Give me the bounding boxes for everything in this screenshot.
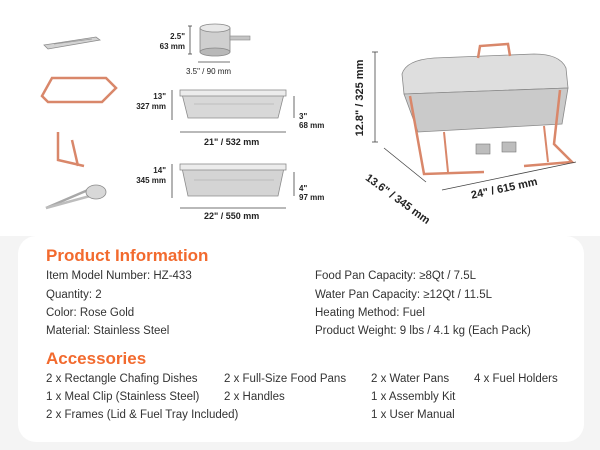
product-info-title: Product Information (46, 246, 209, 265)
info-material: Material: Stainless Steel (46, 325, 170, 337)
chafer-height-line (372, 51, 378, 143)
shallow-pan-width-line (180, 131, 286, 133)
accessory-food-pans: 2 x Full-Size Food Pans (224, 373, 347, 385)
cup-height-line (188, 25, 192, 55)
accessory-fuel-holders: 4 x Fuel Holders (474, 373, 558, 385)
shallow-pan-height-label: 13" (153, 92, 166, 101)
chafing-dish-image (401, 42, 575, 176)
deep-water-pan-image (179, 163, 287, 197)
deep-pan-width-line (180, 207, 286, 209)
info-quantity: Quantity: 2 (46, 289, 102, 301)
product-image-area: 2.5" 63 mm 3.5" / 90 mm 13" 327 mm 3" 68… (0, 0, 600, 236)
deep-pan-width-label: 22" / 550 mm (204, 211, 260, 221)
accessory-frames: 2 x Frames (Lid & Fuel Tray Included) (46, 409, 239, 421)
accessory-user-manual: 1 x User Manual (371, 409, 455, 421)
deep-pan-depth-mm-label: 97 mm (299, 193, 325, 202)
info-heating-method: Heating Method: Fuel (315, 307, 425, 319)
cup-height-label: 2.5" (170, 32, 185, 41)
accessory-handles: 2 x Handles (224, 391, 285, 403)
deep-pan-height-mm-label: 345 mm (136, 176, 166, 185)
handle-image (40, 76, 118, 104)
deep-pan-depth-line (293, 172, 295, 196)
chafer-height-label: 12.8" / 325 mm (354, 59, 366, 137)
shallow-pan-height-line (171, 90, 173, 120)
info-color: Color: Rose Gold (46, 307, 135, 319)
deep-pan-height-line (171, 164, 173, 198)
shallow-pan-height-mm-label: 327 mm (136, 102, 166, 111)
deep-pan-height-label: 14" (153, 166, 166, 175)
info-food-pan-capacity: Food Pan Capacity: ≥8Qt / 7.5L (315, 270, 477, 282)
shallow-food-pan-image (179, 89, 287, 119)
frame-leg-image (56, 132, 85, 168)
accessory-assembly-kit: 1 x Assembly Kit (371, 391, 456, 403)
shallow-pan-depth-line (293, 96, 295, 118)
accessory-chafing-dishes: 2 x Rectangle Chafing Dishes (46, 373, 198, 385)
fuel-cup-image (199, 23, 251, 57)
meal-clip-image (45, 184, 107, 210)
info-model-number: Item Model Number: HZ-433 (46, 270, 192, 282)
accessory-meal-clip: 1 x Meal Clip (Stainless Steel) (46, 391, 200, 403)
accessories-title: Accessories (46, 349, 147, 368)
deep-pan-depth-label: 4" (299, 184, 308, 193)
cup-width-line (198, 61, 230, 63)
info-product-weight: Product Weight: 9 lbs / 4.1 kg (Each Pac… (315, 325, 531, 337)
chafer-width-line (441, 161, 577, 191)
shallow-pan-depth-label: 3" (299, 112, 308, 121)
info-water-pan-capacity: Water Pan Capacity: ≥12Qt / 11.5L (315, 289, 492, 301)
fuel-holder-rack-image (43, 36, 101, 50)
accessory-water-pans: 2 x Water Pans (371, 373, 450, 385)
info-card (18, 236, 584, 442)
shallow-pan-width-label: 21" / 532 mm (204, 137, 260, 147)
cup-height-mm-label: 63 mm (159, 42, 185, 51)
shallow-pan-depth-mm-label: 68 mm (299, 121, 325, 130)
chafer-depth-line (383, 147, 427, 183)
cup-width-label: 3.5" / 90 mm (186, 67, 232, 76)
